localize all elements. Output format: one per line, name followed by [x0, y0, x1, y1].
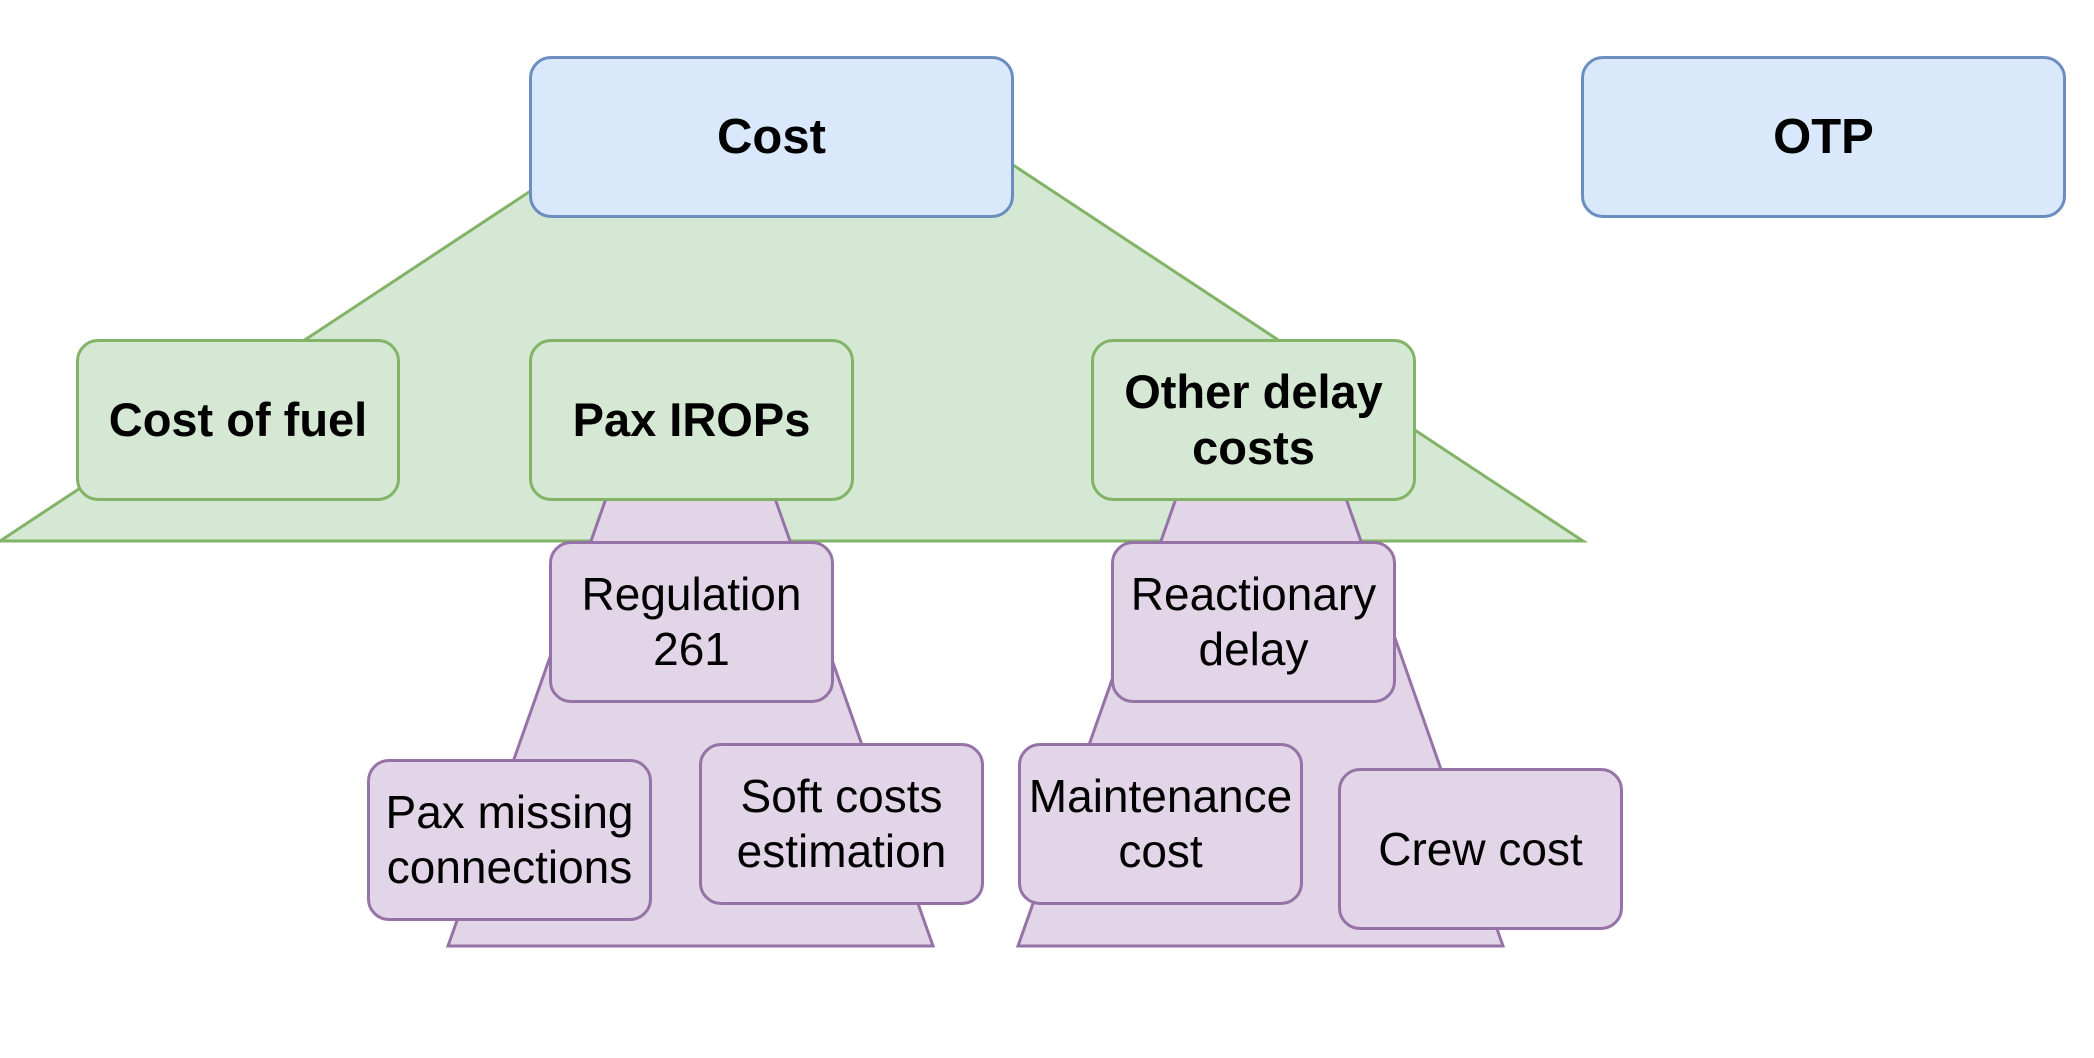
cost-of-fuel-label: Cost of fuel	[108, 393, 368, 446]
crew-cost-node[interactable]: Crew cost	[1338, 768, 1623, 930]
other-delay-costs-node[interactable]: Other delay costs	[1091, 339, 1416, 501]
maintenance-cost-label: Maintenance cost	[1028, 770, 1293, 877]
cost-of-fuel-node[interactable]: Cost of fuel	[76, 339, 400, 501]
other-delay-costs-label: Other delay costs	[1124, 365, 1383, 474]
regulation-261-label: Regulation 261	[581, 568, 802, 675]
otp-node-label: OTP	[1773, 110, 1874, 164]
pax-missing-connections-label: Pax missing connections	[385, 786, 634, 893]
pax-missing-connections-node[interactable]: Pax missing connections	[367, 759, 652, 921]
soft-costs-estimation-label: Soft costs estimation	[736, 770, 947, 877]
cost-node[interactable]: Cost	[529, 56, 1014, 218]
cost-node-label: Cost	[717, 110, 826, 164]
pax-irops-label: Pax IROPs	[572, 393, 811, 446]
soft-costs-estimation-node[interactable]: Soft costs estimation	[699, 743, 984, 905]
maintenance-cost-node[interactable]: Maintenance cost	[1018, 743, 1303, 905]
reactionary-delay-node[interactable]: Reactionary delay	[1111, 541, 1396, 703]
crew-cost-label: Crew cost	[1378, 822, 1583, 875]
regulation-261-node[interactable]: Regulation 261	[549, 541, 834, 703]
otp-node[interactable]: OTP	[1581, 56, 2066, 218]
reactionary-delay-label: Reactionary delay	[1130, 568, 1377, 675]
pax-irops-node[interactable]: Pax IROPs	[529, 339, 854, 501]
